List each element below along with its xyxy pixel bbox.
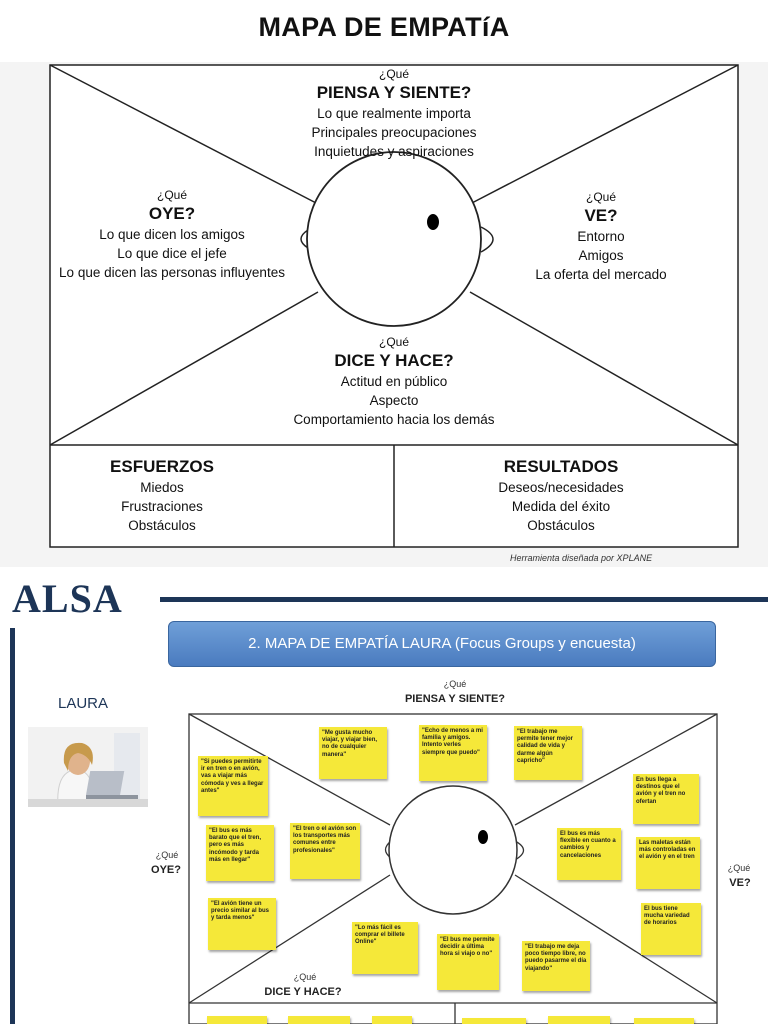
oye-heading: OYE? [151,864,181,876]
oye-question: ¿Qué [155,850,179,860]
alsa-logo: ALSA [12,576,123,621]
esfuerzos-heading: ESFUERZOS [110,457,214,476]
esfuerzos-section: ESFUERZOS Miedos Frustraciones Obstáculo… [82,456,242,535]
esfuerzos-line: Miedos [140,480,184,495]
resultados-section: RESULTADOS Deseos/necesidades Medida del… [481,456,641,535]
dice-line: Comportamiento hacia los demás [293,412,495,427]
sticky-note: En bus llega a destinos que el avión y e… [633,774,699,824]
ve-heading: VE? [584,206,618,225]
sticky-note: "Me gusta mucho viajar, y viajar bien, n… [319,727,387,779]
head-icon [300,151,494,327]
piensa-heading: PIENSA Y SIENTE? [404,693,506,705]
sticky-note: "El avión tiene un precio similar al bus… [208,898,276,950]
header-rule [160,597,768,602]
alsa-slide: ALSA 2. MAPA DE EMPATÍA LAURA (Focus Gro… [0,575,768,1024]
sticky-note: "El bus es más barato que el tren, pero … [206,825,274,881]
sticky-note: El bus es más flexible en cuanto a cambi… [557,828,621,880]
ve-line: Amigos [578,248,624,263]
esfuerzos-line: Obstáculos [128,518,196,533]
sticky-note: "Echo de menos a mi familia y amigos. In… [419,725,487,781]
sticky-note: El bus tiene mucha variedad de horarios [641,903,701,955]
ve-line: Entorno [577,229,625,244]
page-title: MAPA DE EMPATíA [258,12,510,42]
sticky-note-partial [548,1016,610,1024]
piensa-heading: PIENSA Y SIENTE? [316,83,472,102]
sticky-note-partial [288,1016,350,1024]
oye-question: ¿Qué [156,188,187,202]
sticky-note: Las maletas están más controladas en el … [636,837,700,889]
oye-line: Lo que dicen los amigos [99,227,245,242]
persona-photo [28,727,148,808]
woman-laptop-icon [28,727,148,808]
piensa-line: Inquietudes y aspiraciones [314,144,474,159]
piensa-siente-section: ¿Qué PIENSA Y SIENTE? Lo que realmente i… [294,66,494,161]
dice-question: ¿Qué [378,335,409,349]
sticky-note: "El trabajo me deja poco tiempo libre, n… [522,941,590,991]
oye-section: ¿Qué OYE? Lo que dicen los amigos Lo que… [52,187,292,282]
dice-hace-section: ¿Qué DICE Y HACE? Actitud en público Asp… [274,334,514,429]
head-icon [384,785,525,915]
credit-text: Herramienta diseñada por XPLANE [510,553,653,563]
oye-line: Lo que dicen las personas influyentes [59,265,285,280]
sticky-note: "Si puedes permitirte ir en tren o en av… [198,756,268,816]
piensa-question: ¿Qué [443,679,467,689]
esfuerzos-line: Frustraciones [121,499,203,514]
oye-heading: OYE? [148,204,196,223]
sticky-note-partial [634,1018,694,1024]
side-rule [10,628,15,1024]
dice-question: ¿Qué [293,972,317,982]
ve-question: ¿Qué [727,863,751,873]
dice-line: Aspecto [369,393,419,408]
sticky-note: "Lo más fácil es comprar el billete Onli… [352,922,418,974]
empathy-map-template: ¿Qué PIENSA Y SIENTE? Lo que realmente i… [0,62,768,567]
sticky-note-partial [462,1018,526,1024]
dice-line: Actitud en público [340,374,448,389]
resultados-line: Deseos/necesidades [498,480,624,495]
dice-heading: DICE Y HACE? [334,351,454,370]
piensa-question: ¿Qué [378,67,409,81]
piensa-line: Lo que realmente importa [317,106,471,121]
slide-banner: 2. MAPA DE EMPATÍA LAURA (Focus Groups y… [168,621,716,667]
ve-question: ¿Qué [585,190,616,204]
sticky-note-partial [207,1016,267,1024]
sticky-note: "El tren o el avión son los transportes … [290,823,360,879]
ve-section: ¿Qué VE? Entorno Amigos La oferta del me… [521,189,681,284]
piensa-line: Principales preocupaciones [311,125,477,140]
sticky-note: "El bus me permite decidir a última hora… [437,934,499,990]
dice-heading: DICE Y HACE? [264,986,342,998]
resultados-line: Obstáculos [527,518,595,533]
resultados-line: Medida del éxito [511,499,611,514]
ve-line: La oferta del mercado [535,267,667,282]
oye-line: Lo que dice el jefe [117,246,227,261]
sticky-note-partial [372,1016,412,1024]
sticky-note: "El trabajo me permite tener mejor calid… [514,726,582,780]
persona-name: LAURA [58,695,109,712]
ve-heading: VE? [729,877,751,889]
empathy-map-diagram [49,64,739,548]
resultados-heading: RESULTADOS [503,457,619,476]
